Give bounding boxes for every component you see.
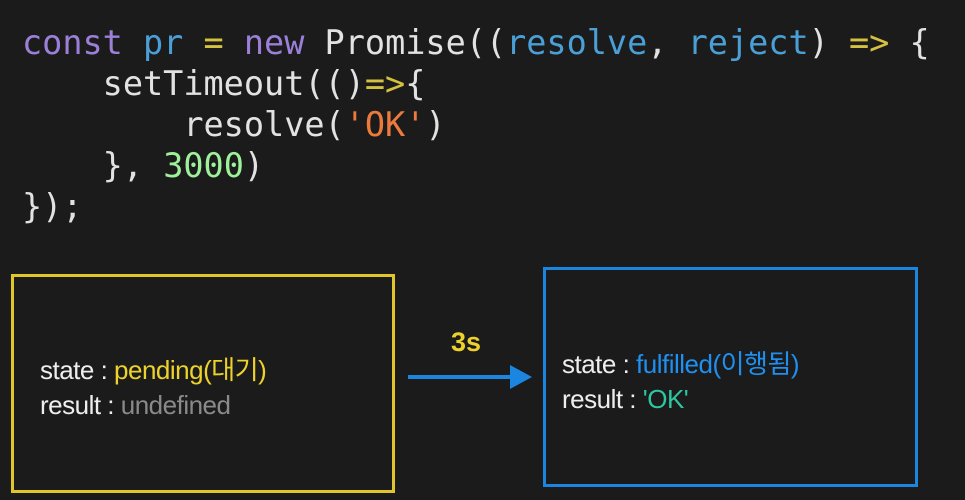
code-line-5: }); — [22, 187, 83, 226]
pending-state-line: state : pending(대기) — [40, 355, 267, 385]
code-block: const pr = new Promise((resolve, reject)… — [22, 22, 930, 227]
code-line-2: setTimeout(()=>{ — [22, 64, 426, 103]
transition-label: 3s — [451, 327, 482, 357]
fulfilled-result-line: result : 'OK' — [562, 384, 689, 414]
fulfilled-state-line: state : fulfilled(이행됨) — [562, 349, 800, 379]
fulfilled-state-box — [543, 267, 918, 487]
code-line-4: }, 3000) — [22, 146, 265, 185]
pending-state-box — [11, 274, 395, 493]
pending-result-line: result : undefined — [40, 390, 231, 420]
arrow-right-icon — [408, 365, 532, 389]
code-line-3: resolve('OK') — [22, 105, 446, 144]
code-line-1: const pr = new Promise((resolve, reject)… — [22, 23, 930, 62]
